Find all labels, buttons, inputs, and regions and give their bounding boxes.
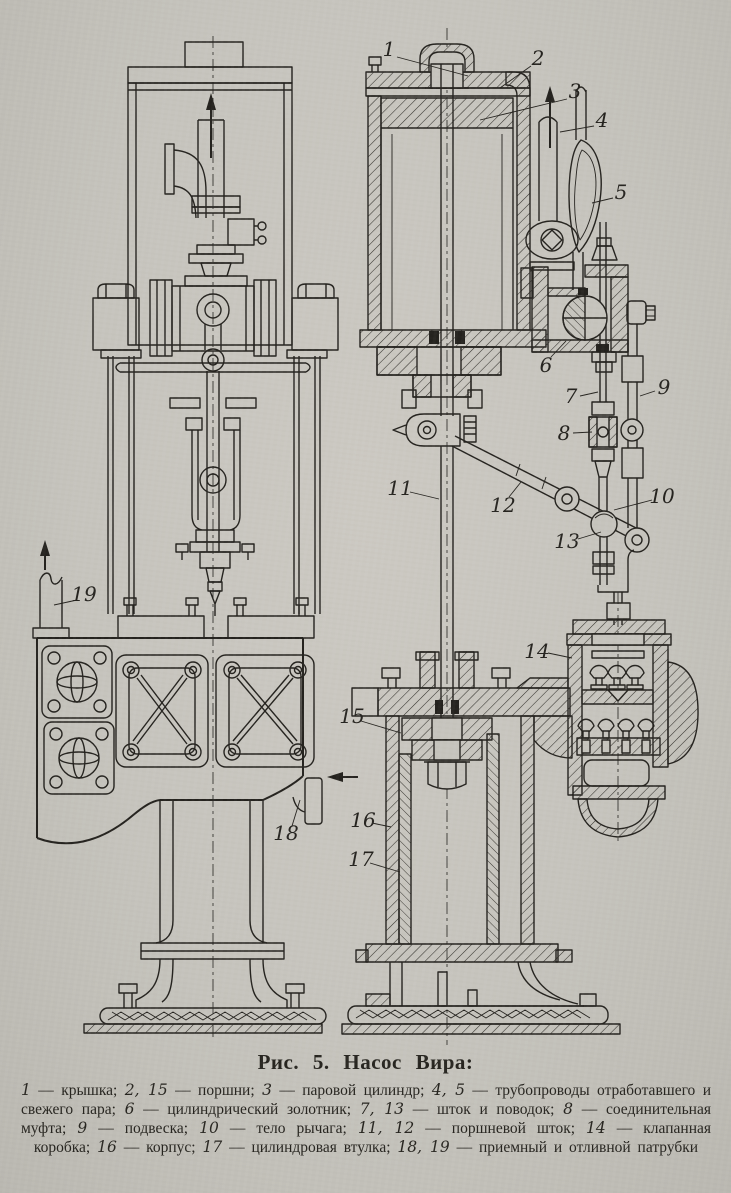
legend-item-number: 9 [77,1119,88,1137]
valve-tier-1 [589,664,645,690]
legend-item-number: 2, 15 [124,1081,168,1099]
legend-item-text: — крышка; [30,1082,125,1099]
callout-numbers: 1 2 3 4 5 6 7 8 9 10 11 12 13 14 15 16 1… [71,37,675,871]
callout-1: 1 [383,37,396,61]
legend-item-text: — трубопроводы отработавшего и свежего п… [21,1082,711,1118]
legend-item-number: 7, 13 [359,1100,405,1118]
legend-item-text: — тело рычага; [218,1120,358,1137]
callout-19: 19 [71,582,97,606]
legend-item-text: — клапанная коробка; [33,1120,711,1156]
legend-item-number: 6 [124,1100,135,1118]
legend-item-number: 4, 5 [431,1081,465,1099]
right-view-section [341,28,699,1045]
legend-item-number: 3 [262,1081,272,1099]
legend-item-number: 14 [586,1119,606,1137]
legend-item-text: — шток и поводок; [404,1101,564,1118]
legend-item-text: — приемный и отливной патрубки [449,1139,699,1156]
legend-item-text: — соединительная муфта; [21,1101,711,1137]
callout-11: 11 [387,476,412,500]
callout-4: 4 [595,108,609,132]
callout-10: 10 [649,484,675,508]
callout-14: 14 [524,639,549,663]
callout-15: 15 [339,704,364,728]
legend-item-text: — подвеска; [87,1120,200,1137]
legend-item-text: — корпус; [116,1139,203,1156]
callout-16: 16 [350,808,376,832]
legend-item-number: 11, 12 [357,1119,415,1137]
callout-5: 5 [615,180,628,204]
figure-caption: Рис. 5. Насос Вира: [257,1050,474,1074]
legend-item-number: 1 [21,1081,31,1099]
callout-2: 2 [531,46,545,70]
callout-8: 8 [558,421,571,445]
valve-tier-2 [577,718,655,739]
callout-leader-lines [53,56,656,873]
legend-item-number: 10 [199,1119,219,1137]
legend-item-number: 16 [97,1138,117,1156]
callout-17: 17 [348,847,374,871]
legend-item-number: 8 [563,1100,574,1118]
legend-item-text: — поршневой шток; [414,1120,587,1137]
callout-18: 18 [273,821,298,845]
callout-6: 6 [540,353,553,377]
callout-7: 7 [565,384,578,408]
legend-item-number: 17 [202,1138,223,1156]
legend-item-number: 18, 19 [397,1138,450,1156]
legend-item-text: — цилиндрический золотник; [134,1101,360,1118]
pump-technical-drawing: 1 2 3 4 5 6 7 8 9 10 11 12 13 14 15 16 1… [32,28,699,1045]
legend-item-text: — цилиндровая втулка; [222,1139,398,1156]
callout-13: 13 [554,529,579,553]
callout-9: 9 [658,375,671,399]
callout-12: 12 [490,493,515,517]
left-view-external [32,36,358,1040]
callout-3: 3 [569,79,582,103]
figure-legend: 1 — крышка; 2, 15 — поршни; 3 — паровой … [21,1081,711,1157]
legend-item-text: — поршни; [167,1082,263,1099]
legend-item-text: — паровой цилиндр; [271,1082,432,1099]
